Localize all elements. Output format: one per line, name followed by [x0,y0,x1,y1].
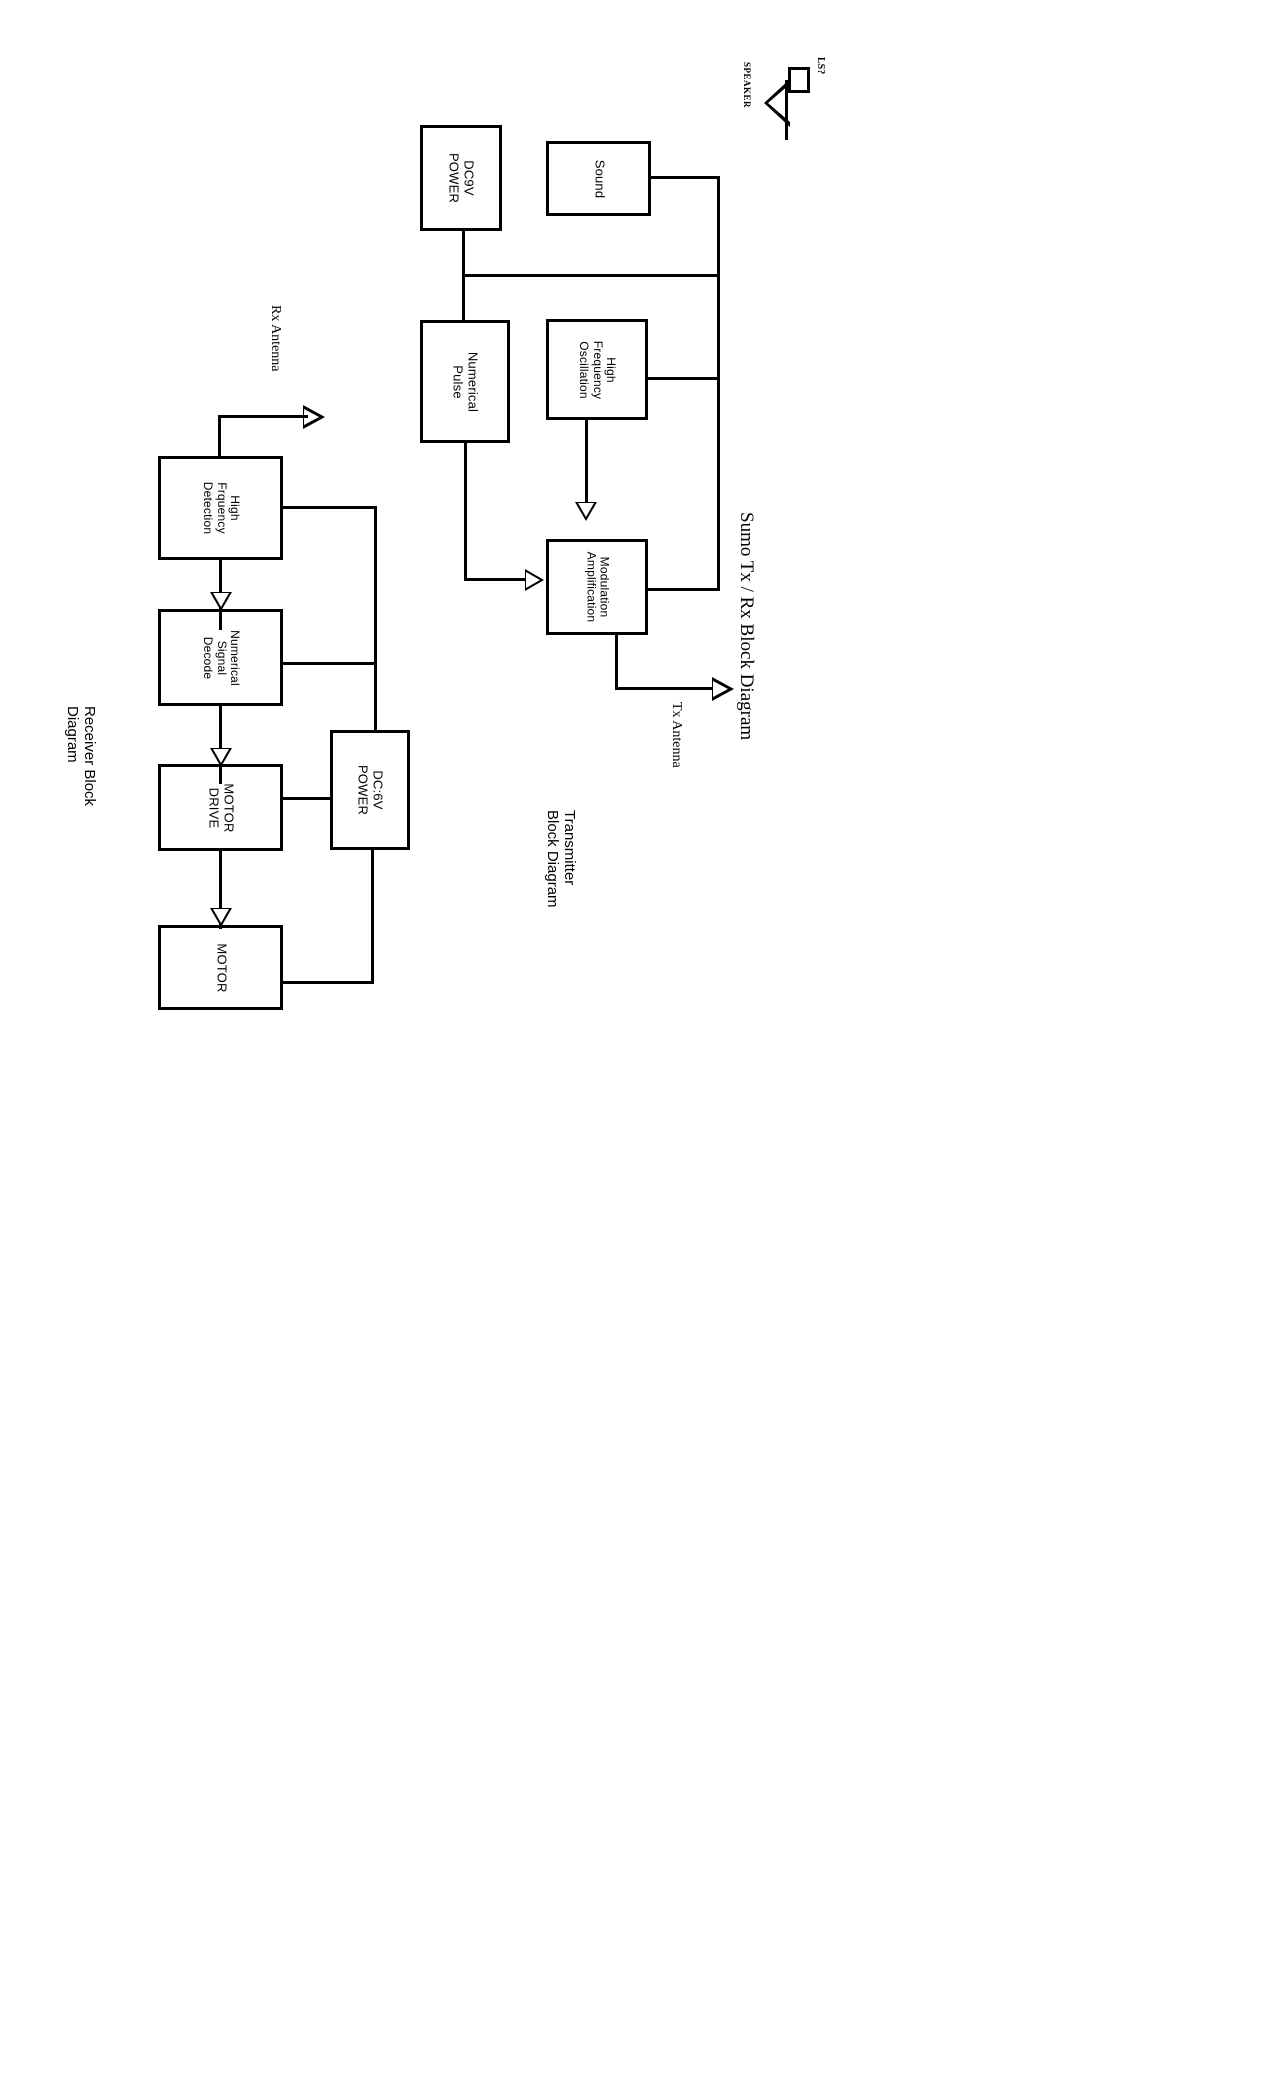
wire-dc6v-to-motor-drive [281,797,333,800]
block-dc6v-line1: DC:6V [370,770,386,810]
block-numerical-pulse[interactable]: Numerical Pulse [420,320,510,443]
wire-hfo-out [646,377,719,380]
wire-power-bus [462,274,720,277]
block-sound-label: Sound [591,159,607,198]
wire-sound-rail [717,176,720,590]
receiver-title-line2: Diagram [63,706,81,763]
wire-dc6v-to-hfd [281,506,376,509]
transmitter-title-line1: Transmitter [561,810,578,886]
arrow-pulse-to-modulation [525,569,544,591]
block-ma-line2: Amplification [584,551,598,623]
arrow-hfd-to-nsd [210,592,232,611]
block-ma-line1: Modulation [597,556,612,618]
wire-rx-antenna-down [218,415,221,458]
transmitter-title-line2: Block Diagram [543,810,561,908]
speaker-body-icon [788,67,810,93]
block-hfo-line2: Frequency [590,340,605,399]
block-motor[interactable]: MOTOR [158,925,283,1010]
wire-speaker-lead [785,80,788,140]
wire-dc6v-rail [374,506,377,732]
arrow-nsd-to-motor-drive [210,748,232,767]
wire-pulse-down [464,441,467,581]
block-numerical-pulse-line2: Pulse [451,364,466,399]
block-dc6v-line2: POWER [356,764,371,816]
tx-antenna-label: Tx Antenna [669,702,684,768]
transmitter-title: Transmitter Block Diagram [543,810,578,908]
wire-modulation-to-antenna [615,633,618,689]
wire-dc6v-to-motor [281,981,374,984]
block-hfd-line2: Frquency [214,482,229,534]
wire-hfo-to-modulation [585,418,588,503]
receiver-title-line1: Receiver Block [81,706,98,807]
block-modulation-amplification[interactable]: Modulation Amplification [546,539,648,635]
block-high-frquency-detection[interactable]: High Frquency Detection [158,456,283,560]
block-hfd-line3: Detection [200,481,215,535]
block-hfo-line1: High [604,356,619,383]
block-dc9v-power[interactable]: DC9V POWER [420,125,502,231]
block-nsd-line3: Decode [200,636,215,679]
block-nsd-line2: Signal [214,640,229,675]
block-sound[interactable]: Sound [546,141,651,216]
block-dc6v-power[interactable]: DC:6V POWER [330,730,410,850]
block-sound-line1: Sound [591,159,607,198]
wire-rx-antenna-lead [218,415,308,418]
wire-pulse-to-modulation [464,578,526,581]
block-modulation-amplification-label: Modulation Amplification [584,552,611,623]
rx-antenna-label: Rx Antenna [268,305,283,372]
block-motor-drive-label: MOTOR DRIVE [206,782,237,833]
arrow-hfo-to-modulation [575,502,597,521]
block-dc6v-power-label: DC:6V POWER [355,764,386,816]
wire-sound-out [648,176,720,179]
wire-motor-drive-to-motor [219,849,222,929]
receiver-title: Receiver Block Diagram [63,706,98,807]
block-numerical-signal-decode-label: Numerical Signal Decode [200,629,242,686]
block-dc9v-power-label: DC9V POWER [446,152,477,204]
block-numerical-pulse-line1: Numerical [465,351,481,412]
block-motor-drive-line1: MOTOR [221,782,237,833]
block-motor-drive-line2: DRIVE [206,787,222,828]
block-motor-label: MOTOR [213,942,229,993]
block-numerical-pulse-label: Numerical Pulse [450,351,481,412]
block-high-frequency-oscillation[interactable]: High Frequency Oscillation [546,319,648,420]
block-dc9v-power-line2: POWER [447,152,462,204]
block-dc9v-power-line1: DC9V [461,160,477,196]
speaker-symbol [760,55,820,127]
wire-sound-rail-to-modulation [648,588,720,591]
block-nsd-line1: Numerical [227,629,242,686]
wire-tx-antenna-lead [615,687,715,690]
wire-nsd-to-motor-drive [219,704,222,784]
block-hfd-line1: High [227,495,242,521]
wire-dc6v-to-motor-down [371,848,374,984]
block-hfo-line3: Oscillation [577,340,592,399]
speaker-label: SPEAKER [742,62,752,109]
page-title: Sumo Tx / Rx Block Diagram [736,512,757,741]
tx-antenna-icon [712,677,734,701]
wire-dc6v-to-nsd [281,662,376,665]
speaker-reference-label: LS? [815,57,826,75]
rx-antenna-icon [303,405,325,429]
arrow-motor-drive-to-motor [210,908,232,927]
block-high-frquency-detection-label: High Frquency Detection [200,481,242,535]
block-high-frequency-oscillation-label: High Frequency Oscillation [577,340,619,399]
block-motor-line1: MOTOR [213,942,229,993]
